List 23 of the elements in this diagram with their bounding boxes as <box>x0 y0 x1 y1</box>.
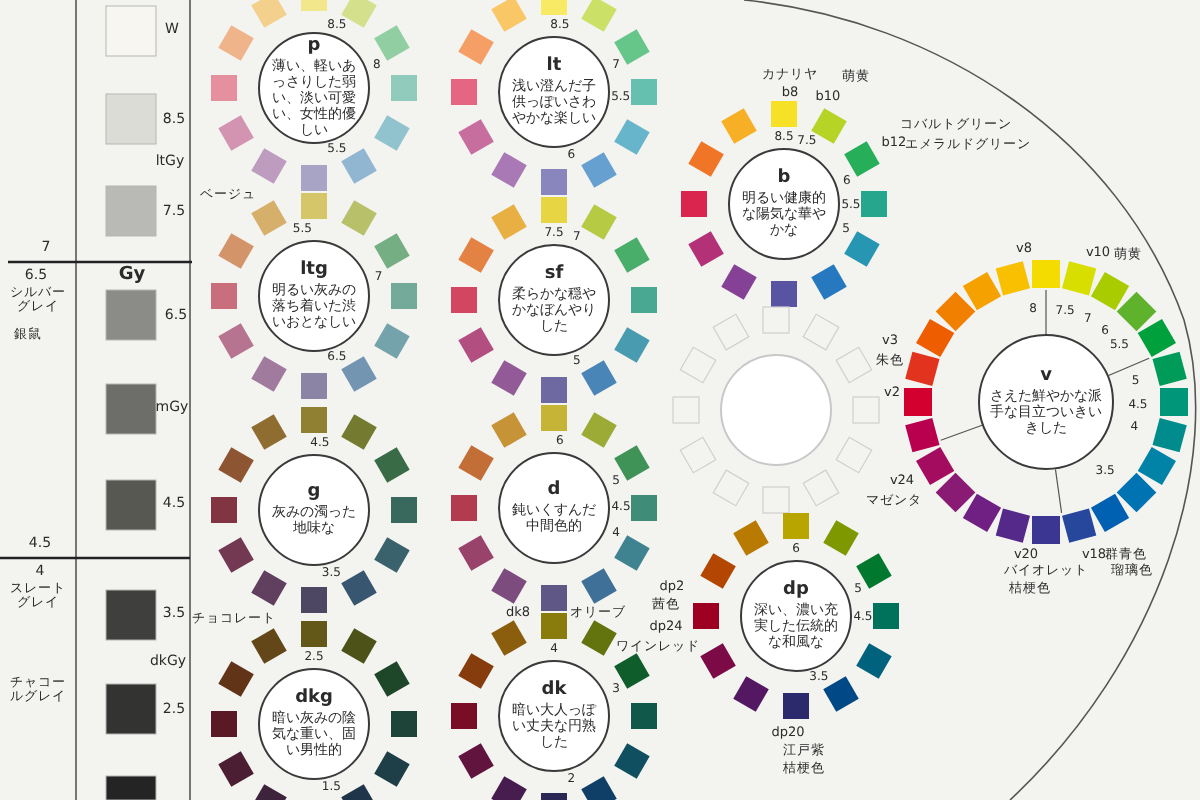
tone-symbol: p <box>307 38 321 56</box>
tone-circle <box>498 660 610 772</box>
tone-circle <box>258 668 370 780</box>
tone-circle <box>498 244 610 356</box>
tone-circle <box>728 148 840 260</box>
tone-symbol: d <box>547 482 561 500</box>
tone-symbol: b <box>777 170 791 188</box>
tone-symbol: g <box>307 484 321 502</box>
scale-label: Gy <box>118 267 146 285</box>
tone-symbol: ltg <box>300 262 328 280</box>
tone-symbol: dk <box>541 682 567 700</box>
tone-circle <box>498 452 610 564</box>
tone-circle <box>258 240 370 352</box>
tone-circle <box>498 36 610 148</box>
empty-circle <box>720 354 832 466</box>
tone-circle <box>740 560 852 672</box>
tone-symbol: sf <box>544 266 564 284</box>
tone-symbol: dkg <box>295 690 333 708</box>
tone-circle <box>258 454 370 566</box>
tone-symbol: lt <box>546 58 562 76</box>
tone-circle <box>258 32 370 144</box>
tone-symbol: v <box>1040 368 1052 386</box>
tone-symbol: dp <box>783 582 809 600</box>
